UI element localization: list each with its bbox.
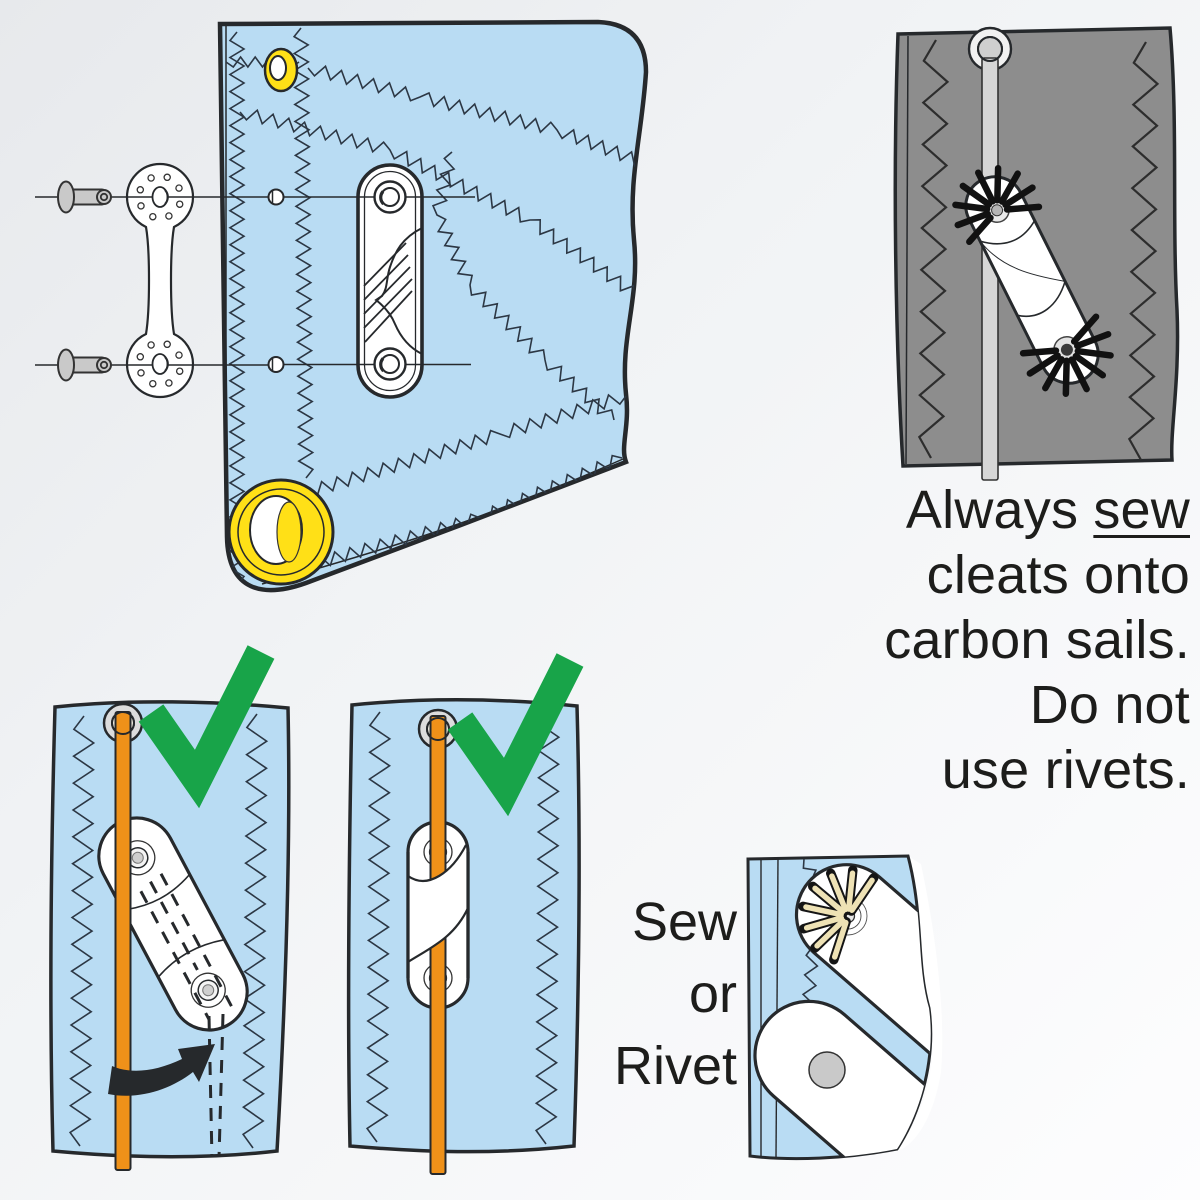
zigzag-stitch bbox=[241, 713, 269, 1149]
instruction-line-4: Do not bbox=[1029, 675, 1190, 735]
seam-arrow bbox=[108, 1044, 215, 1096]
cleat-fold-over-rope bbox=[406, 844, 470, 978]
checkmark-icon bbox=[447, 653, 584, 817]
stitch-cluster-top bbox=[952, 165, 1043, 246]
correct-cleat-inline-panel bbox=[346, 653, 584, 1175]
option-line-2: or bbox=[688, 964, 737, 1024]
rivet bbox=[57, 180, 112, 214]
page-curl bbox=[895, 856, 943, 1152]
riveted-cleat-exploded-panel bbox=[35, 19, 649, 593]
carbon-stitching bbox=[905, 35, 1160, 465]
stitch-spokes-cream bbox=[798, 865, 879, 965]
option-line-3: Rivet bbox=[613, 1036, 737, 1096]
instruction-line-2: cleats onto bbox=[926, 545, 1190, 605]
zigzag-stitch bbox=[68, 715, 96, 1147]
sail-stitching bbox=[225, 26, 645, 586]
grommet-small bbox=[263, 47, 299, 93]
sew-or-rivet-label: Sew or Rivet bbox=[614, 886, 737, 1102]
backing-plate bbox=[125, 162, 195, 399]
zigzag-stitch bbox=[431, 151, 615, 421]
sail-stitching bbox=[365, 709, 561, 1145]
zigzag-stitch bbox=[307, 393, 627, 497]
spoke-threads bbox=[803, 870, 875, 960]
rivet-head bbox=[190, 972, 226, 1008]
zigzag-stitch bbox=[917, 39, 950, 459]
sail-fabric bbox=[217, 19, 649, 593]
grommet-hole-edge bbox=[977, 36, 1003, 62]
grommet-large bbox=[227, 478, 335, 586]
cleat-ridges bbox=[363, 242, 413, 343]
underlined-word: sew bbox=[1093, 480, 1190, 540]
rope bbox=[114, 711, 132, 1171]
instruction-line-3: carbon sails. bbox=[884, 610, 1190, 670]
instruction-line-1: Always sew bbox=[905, 480, 1190, 540]
instruction-text: Always sew cleats onto carbon sails. Do … bbox=[884, 478, 1190, 803]
zigzag-stitch bbox=[239, 108, 645, 302]
cleat bbox=[356, 163, 424, 399]
cleat-hole bbox=[373, 347, 407, 381]
zigzag-stitch bbox=[307, 64, 645, 167]
seam-line bbox=[775, 856, 779, 1159]
carbon-sail-panel bbox=[893, 26, 1180, 481]
rivet bbox=[57, 348, 112, 382]
sail-stitching bbox=[68, 713, 269, 1149]
zigzag-stitch bbox=[1127, 41, 1160, 461]
zigzag-stitch bbox=[365, 711, 392, 1143]
stitch-cluster-bottom bbox=[1019, 313, 1114, 397]
stitch-guide-dashes bbox=[139, 873, 233, 1021]
grommet-hole-edge bbox=[111, 711, 135, 735]
sail-hole bbox=[267, 356, 285, 373]
option-line-1: Sew bbox=[631, 892, 737, 952]
plate-center-holes bbox=[151, 186, 169, 375]
seam-line-extension bbox=[207, 1013, 225, 1157]
zigzag-stitch bbox=[292, 27, 315, 479]
cleat-hole bbox=[373, 180, 407, 214]
zigzag-stitch bbox=[534, 709, 561, 1145]
sew-or-rivet-example-panel bbox=[746, 854, 943, 1161]
zigzag-stitch bbox=[228, 31, 246, 586]
instruction-line-5: use rivets. bbox=[941, 740, 1190, 800]
correct-cleat-angled-panel bbox=[49, 645, 291, 1171]
checkmark-icon bbox=[138, 645, 275, 809]
rivet-head bbox=[808, 1051, 846, 1089]
sail-hole bbox=[267, 188, 285, 206]
panel-content bbox=[753, 856, 931, 1159]
stitch-spokes bbox=[952, 165, 1114, 397]
plate-stitch-holes bbox=[136, 173, 184, 388]
